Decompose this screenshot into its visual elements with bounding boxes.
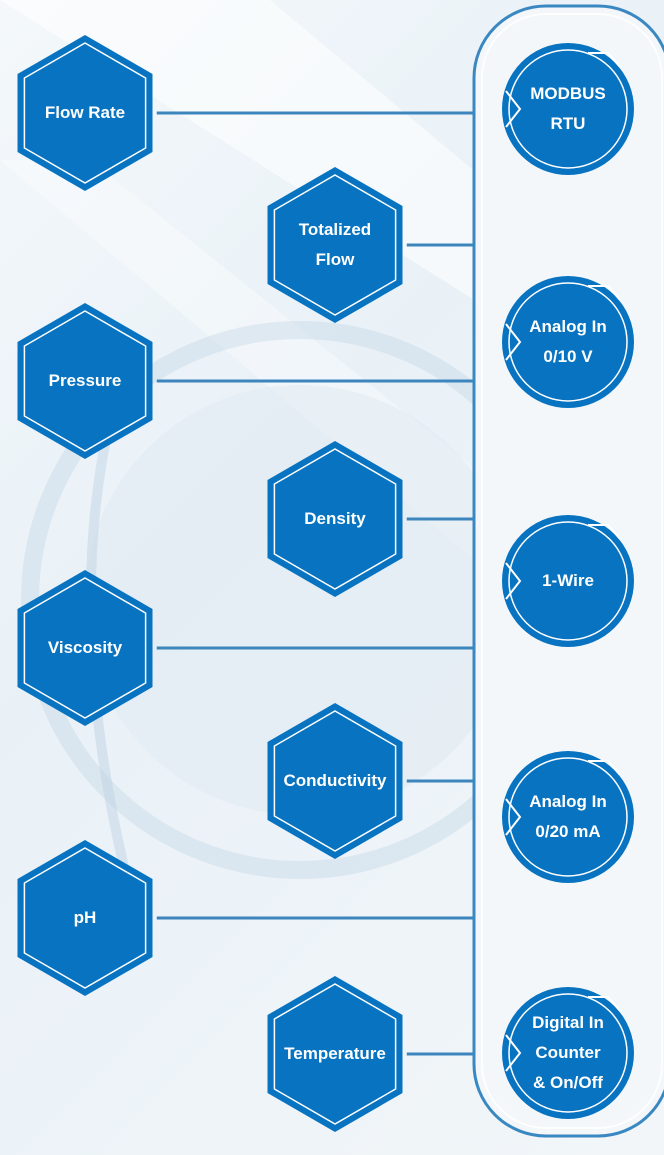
chevron-accent-icon <box>505 798 522 836</box>
hexagon-conductivity <box>267 703 403 859</box>
interface-circle-shape <box>502 43 634 175</box>
interface-circle-1-wire <box>502 515 634 647</box>
interface-circle-modbus-rtu <box>502 43 634 175</box>
hexagon-flow-rate <box>17 35 153 191</box>
hexagon-totalized-flow <box>267 167 403 323</box>
interface-circle-digital-in-counter-on-off <box>502 987 634 1119</box>
interface-circle-outline <box>508 757 628 877</box>
hexagon-temperature <box>267 976 403 1132</box>
hexagon-viscosity <box>17 570 153 726</box>
interface-circle-shape <box>502 276 634 408</box>
interface-circle-outline <box>508 282 628 402</box>
hexagon-shape <box>17 303 153 459</box>
connector-lines <box>156 111 474 1056</box>
hexagon-outline <box>273 448 397 590</box>
measurement-hexagons <box>17 35 403 1132</box>
interface-panel-inner-frame <box>481 13 663 1129</box>
hexagon-outline <box>23 310 147 452</box>
hexagon-shape <box>267 167 403 323</box>
hexagon-outline <box>23 42 147 184</box>
interface-circle-analog-in-0-20-ma <box>502 751 634 883</box>
interface-circle-shape <box>502 987 634 1119</box>
interface-circle-shape <box>502 515 634 647</box>
chevron-accent-icon <box>588 52 621 68</box>
chevron-accent-icon <box>588 285 621 301</box>
interface-circle-outline <box>508 521 628 641</box>
hexagon-outline <box>23 847 147 989</box>
hexagon-outline <box>273 174 397 316</box>
hexagon-shape <box>267 976 403 1132</box>
interface-circles <box>502 43 634 1119</box>
chevron-accent-icon <box>588 760 621 776</box>
interface-circle-outline <box>508 49 628 169</box>
interface-circle-analog-in-0-10-v <box>502 276 634 408</box>
interface-circle-shape <box>502 751 634 883</box>
chevron-accent-icon <box>505 1034 522 1072</box>
hexagon-outline <box>273 710 397 852</box>
chevron-accent-icon <box>505 323 522 361</box>
hexagon-shape <box>17 840 153 996</box>
hexagon-shape <box>267 703 403 859</box>
hexagon-outline <box>23 577 147 719</box>
hexagon-pressure <box>17 303 153 459</box>
chevron-accent-icon <box>505 90 522 128</box>
hexagon-outline <box>273 983 397 1125</box>
hexagon-shape <box>17 570 153 726</box>
interface-circle-outline <box>508 993 628 1113</box>
hexagon-ph <box>17 840 153 996</box>
chevron-accent-icon <box>505 562 522 600</box>
hexagon-shape <box>267 441 403 597</box>
chevron-accent-icon <box>588 996 621 1012</box>
hexagon-density <box>267 441 403 597</box>
hexagon-shape <box>17 35 153 191</box>
chevron-accent-icon <box>588 524 621 540</box>
